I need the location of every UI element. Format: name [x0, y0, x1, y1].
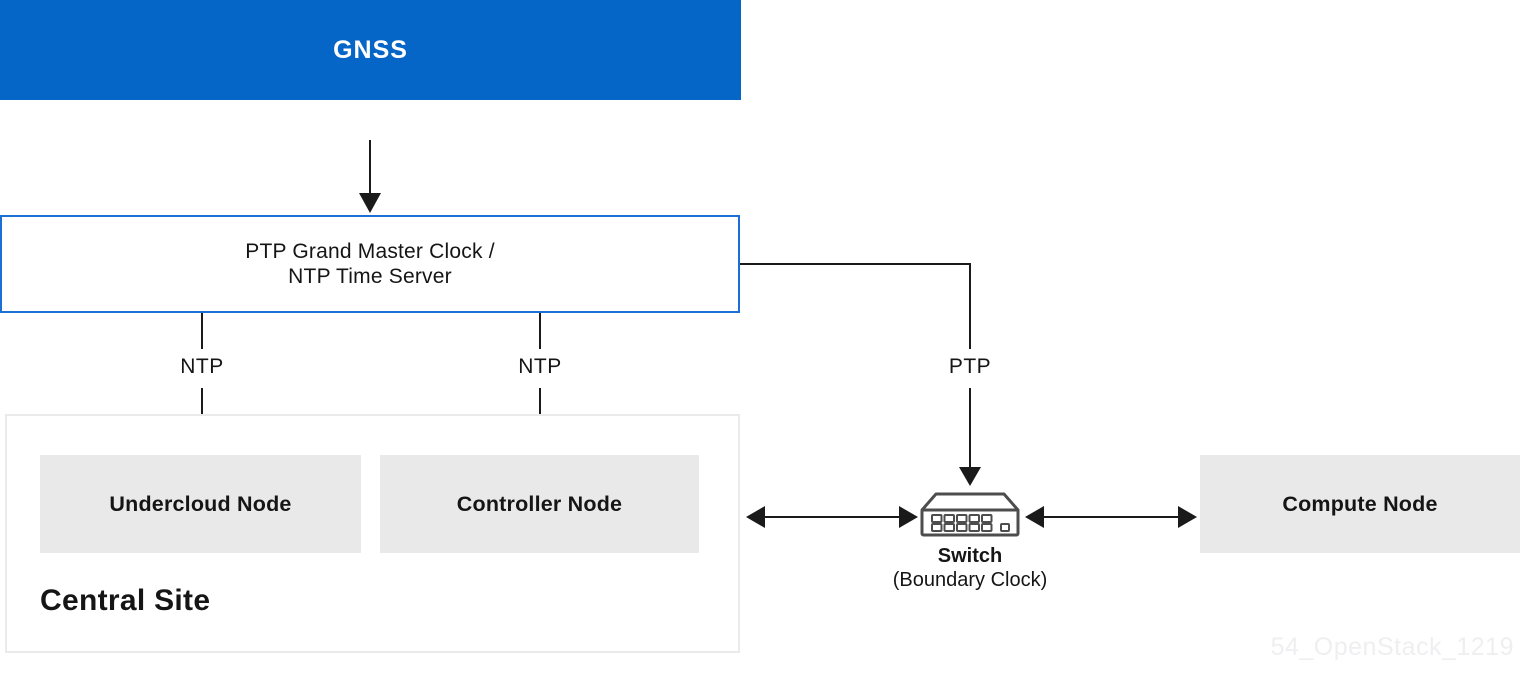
grandmaster-label-line1: PTP Grand Master Clock / [245, 240, 495, 263]
switch-sublabel: (Boundary Clock) [892, 569, 1048, 591]
watermark-text: 54_OpenStack_1219 [1270, 633, 1514, 661]
arrow-centralsite-switch [746, 506, 918, 528]
link-label-ptp: PTP [946, 355, 994, 379]
controller-node: Controller Node [380, 455, 699, 553]
grandmaster-label-line2: NTP Time Server [288, 265, 452, 288]
undercloud-label: Undercloud Node [109, 491, 292, 516]
arrow-gnss-to-grandmaster [359, 140, 381, 213]
link-label-ntp-controller: NTP [516, 355, 564, 379]
compute-node: Compute Node [1200, 455, 1520, 553]
switch-label: Switch [937, 545, 1003, 567]
arrow-ptp-switch [740, 263, 981, 486]
gnss-label: GNSS [333, 35, 408, 64]
gnss-node: GNSS [0, 0, 741, 100]
central-site-label: Central Site [40, 584, 211, 617]
compute-label: Compute Node [1282, 491, 1438, 516]
switch-icon [918, 489, 1022, 539]
controller-label: Controller Node [456, 491, 623, 516]
undercloud-node: Undercloud Node [40, 455, 361, 553]
arrow-switch-compute [1025, 506, 1197, 528]
switch-caption: Switch (Boundary Clock) [893, 544, 1048, 592]
link-label-ntp-undercloud: NTP [178, 355, 226, 379]
grandmaster-node: PTP Grand Master Clock / NTP Time Server [0, 215, 740, 313]
